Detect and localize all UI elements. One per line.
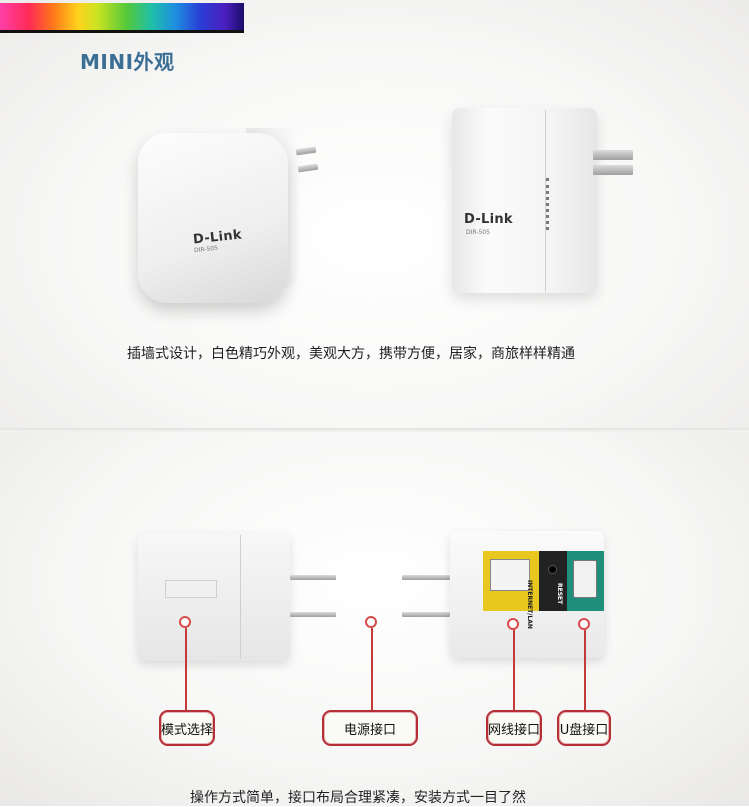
callout-marker — [179, 616, 191, 628]
plug-prong — [593, 165, 633, 175]
device-side — [452, 108, 597, 293]
section-divider — [0, 428, 749, 432]
model-label: DIR-505 — [466, 229, 490, 236]
callout-marker — [578, 618, 590, 630]
plug-prong — [290, 612, 336, 617]
callout-line — [371, 628, 373, 710]
section2-caption: 操作方式简单，接口布局合理紧凑，安装方式一目了然 — [190, 790, 526, 806]
vent-dots — [546, 178, 552, 230]
device-seam — [545, 110, 546, 292]
callout-power-port: 电源接口 — [322, 710, 418, 746]
rainbow-banner — [0, 3, 244, 33]
brand-logo: D-Link — [464, 212, 513, 227]
usb-port[interactable] — [573, 560, 597, 598]
device-front — [138, 133, 288, 303]
device-seam — [240, 535, 241, 659]
section1-caption: 插墙式设计，白色精巧外观，美观大方，携带方便，居家，商旅样样精通 — [127, 346, 575, 362]
callout-line — [513, 630, 515, 710]
internet-port-label: INTERNET/LAN — [526, 580, 533, 629]
callout-marker — [365, 616, 377, 628]
reset-button[interactable] — [548, 565, 557, 574]
callout-mode-select: 模式选择 — [159, 710, 215, 746]
callout-usb-port: U盘接口 — [557, 710, 611, 746]
callout-network-port: 网线接口 — [486, 710, 542, 746]
ethernet-port[interactable] — [490, 559, 530, 591]
plug-prong — [402, 612, 450, 617]
plug-prong — [593, 150, 633, 160]
top-background — [0, 0, 749, 430]
mode-switch[interactable] — [165, 580, 217, 598]
callout-line — [185, 628, 187, 710]
plug-prong — [402, 575, 450, 580]
page-title: MINI外观 — [80, 50, 175, 74]
plug-prong — [290, 575, 336, 580]
callout-marker — [507, 618, 519, 630]
reset-panel — [539, 551, 567, 611]
reset-label: RESET — [556, 583, 563, 605]
callout-line — [584, 630, 586, 710]
